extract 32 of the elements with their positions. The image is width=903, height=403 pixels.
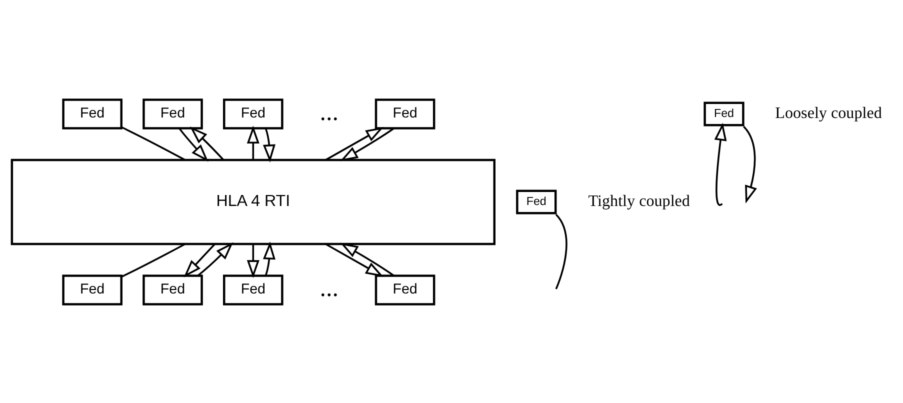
connector (121, 242, 186, 278)
node-box: Fed (62, 274, 122, 305)
connector (121, 126, 186, 160)
node-box: HLA 4 RTI (10, 158, 496, 245)
arrow (340, 242, 394, 276)
node-box: Fed (142, 98, 203, 129)
arrow (178, 127, 208, 162)
arrow (184, 243, 216, 277)
node-box: Fed (62, 98, 122, 129)
arrow (340, 127, 394, 161)
node-box: Fed (223, 274, 284, 305)
node-box: Fed (516, 189, 557, 214)
label: ... (320, 98, 338, 126)
arrow (326, 242, 384, 276)
node-box: Fed (223, 98, 284, 129)
legend-label: Tightly coupled (588, 192, 690, 210)
node-box: Fed (374, 274, 436, 305)
arrow (262, 241, 276, 276)
node-box: Fed (374, 98, 436, 129)
label: ... (320, 274, 338, 302)
arrow (246, 244, 260, 278)
connector (555, 213, 568, 289)
node-box: Fed (142, 274, 203, 305)
arrow (325, 126, 384, 160)
arrow (246, 125, 260, 160)
node-box: Fed (704, 101, 744, 126)
arrow (190, 126, 224, 160)
arrow (714, 122, 727, 206)
legend-label: Loosely coupled (775, 104, 882, 122)
arrow (262, 128, 276, 162)
arrow (197, 242, 234, 276)
arrow (742, 125, 757, 204)
